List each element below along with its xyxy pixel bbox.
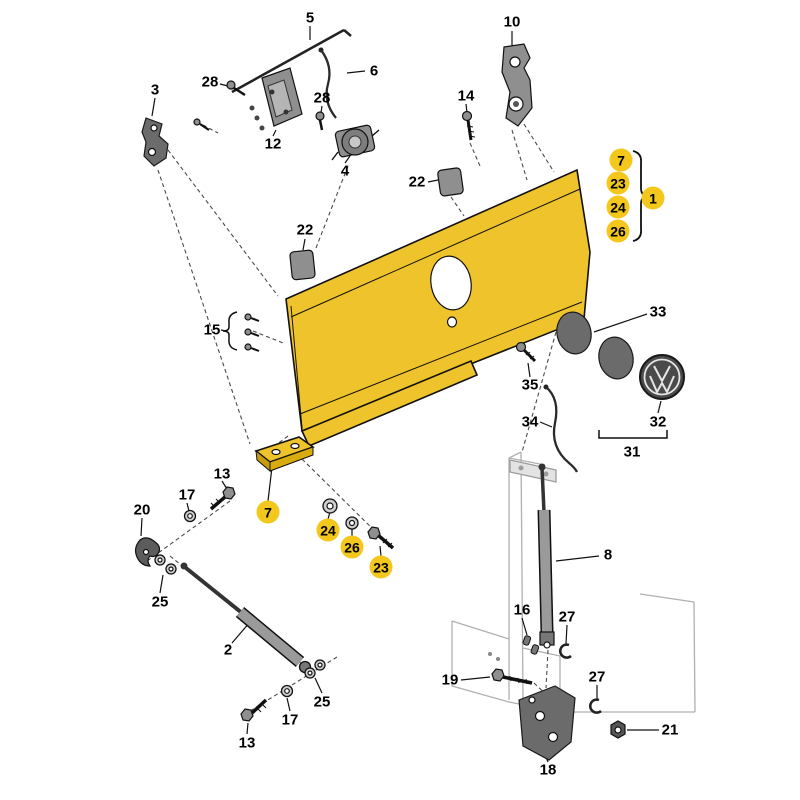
small-hole: [446, 316, 458, 328]
part-label-4: 4: [340, 162, 350, 180]
part-label-25: 25: [151, 593, 169, 611]
washers-25a: [154, 554, 177, 575]
washer-26: [345, 516, 359, 530]
circlip-27b: [589, 698, 602, 714]
part-label-13: 13: [238, 734, 256, 752]
cable-34: [543, 384, 579, 473]
washer-17a: [183, 509, 197, 523]
bracket-18: [518, 685, 576, 761]
part-label-32: 32: [649, 413, 667, 431]
part-label-35: 35: [521, 376, 539, 394]
screw-small: [193, 118, 210, 131]
part-label-2: 2: [223, 641, 233, 659]
part-label-16: 16: [513, 601, 531, 619]
vw-emblem: [639, 354, 685, 400]
part-label-3: 3: [150, 81, 160, 99]
part-label-33: 33: [649, 303, 667, 321]
bolt-13a: [209, 486, 236, 511]
bolt-13b: [240, 698, 268, 722]
circlip-27a: [559, 643, 572, 659]
part-label-26: 26: [340, 535, 364, 559]
hinge-7: [254, 436, 315, 473]
license-light-hole: [430, 255, 472, 311]
lock-rod-5: [231, 28, 352, 94]
bolt-23: [367, 526, 395, 550]
part-label-21: 21: [661, 721, 679, 739]
group-bracket-31: [598, 430, 668, 439]
part-label-27: 27: [588, 668, 606, 686]
latch-12: [249, 67, 303, 131]
bolt-14: [461, 110, 476, 141]
part-label-19: 19: [441, 671, 459, 689]
part-label-8: 8: [603, 546, 613, 564]
screw-28a: [226, 80, 246, 97]
part-label-17: 17: [178, 486, 196, 504]
part-label-31: 31: [623, 443, 641, 461]
part-label-7: 7: [256, 500, 280, 524]
part-label-6: 6: [369, 62, 379, 80]
pad-22b: [289, 249, 316, 281]
body-structure: [451, 451, 696, 713]
cable-6: [318, 47, 337, 119]
part-label-12: 12: [264, 135, 282, 153]
nut-21: [610, 720, 626, 739]
part-label-24: 24: [316, 518, 340, 542]
part-label-34: 34: [521, 413, 539, 431]
discs-33: [556, 311, 634, 380]
strut-2: [180, 562, 312, 674]
part-label-1: 1: [641, 186, 665, 210]
tailgate-panel: [285, 168, 591, 448]
screws-15: [222, 311, 260, 352]
part-label-5: 5: [305, 9, 315, 27]
part-label-10: 10: [503, 13, 521, 31]
part-label-22: 22: [296, 221, 314, 239]
bolt-35: [515, 341, 537, 363]
part-label-17: 17: [281, 711, 299, 729]
washer-24: [322, 498, 338, 514]
part-label-18: 18: [539, 761, 557, 779]
part-label-20: 20: [133, 501, 151, 519]
screw-28b: [315, 111, 325, 131]
washer-17b: [280, 684, 294, 698]
part-label-28: 28: [201, 73, 219, 91]
part-label-15: 15: [203, 321, 221, 339]
part-label-22: 22: [408, 173, 426, 191]
part-label-7: 7: [609, 148, 633, 172]
part-label-27: 27: [558, 608, 576, 626]
part-label-14: 14: [457, 87, 475, 105]
part-label-28: 28: [313, 89, 331, 107]
part-label-24: 24: [606, 195, 630, 219]
strut-8: [537, 463, 555, 649]
leader-lines: [140, 26, 662, 763]
clip-16: [522, 635, 540, 655]
clip-20: [134, 537, 161, 567]
washers-25b: [304, 659, 326, 679]
hinge-3: [141, 117, 169, 167]
hinge-10: [501, 43, 533, 127]
lock-4: [331, 124, 380, 161]
part-label-23: 23: [369, 555, 393, 579]
bolt-19: [488, 652, 533, 685]
pad-22a: [437, 167, 464, 197]
part-label-13: 13: [213, 465, 231, 483]
part-label-25: 25: [313, 693, 331, 711]
part-label-23: 23: [606, 171, 630, 195]
part-label-26: 26: [606, 219, 630, 243]
